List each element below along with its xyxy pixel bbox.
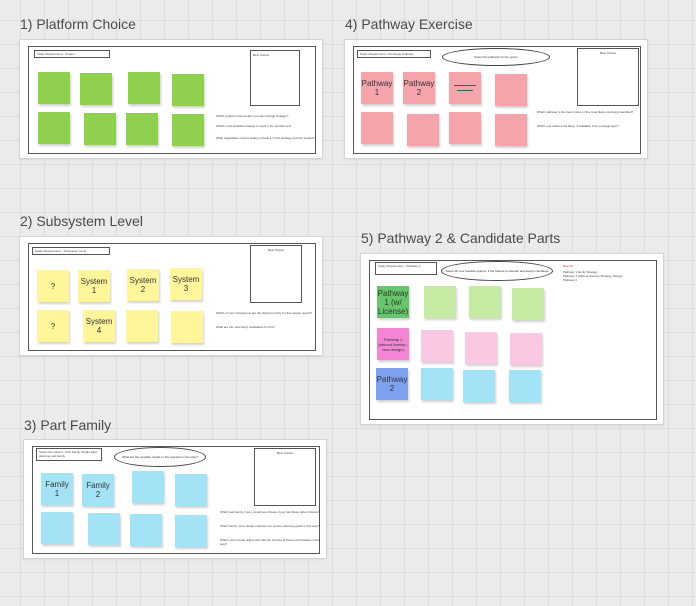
sticky-unknown[interactable]: ?: [37, 310, 69, 342]
best-choice-box[interactable]: Best Choice: [250, 245, 302, 303]
sticky-note[interactable]: [132, 471, 164, 503]
frame-part-family[interactable]: Select the options - Part Family Single …: [24, 440, 326, 558]
question-text: Which of your subsystems are the highest…: [216, 311, 312, 315]
sticky-note[interactable]: [80, 73, 112, 105]
study-requirement-tag: Study Requirement - Project: [34, 50, 110, 58]
sticky-note[interactable]: [469, 286, 501, 318]
sticky-note[interactable]: [407, 114, 439, 146]
sticky-note[interactable]: [361, 112, 393, 144]
best-fit-line: Pathway 2: [563, 278, 578, 282]
question-text: Which program have better a product desi…: [216, 114, 289, 118]
sticky-pathway-1-new-design[interactable]: Pathway 1 (without license - new design): [377, 328, 409, 360]
best-choice-label: Best Choice: [253, 53, 270, 57]
frame-title-pathway-2-candidate-parts: 5) Pathway 2 & Candidate Parts: [361, 230, 561, 246]
sticky-note[interactable]: [509, 370, 541, 402]
question-text: What are the most likely candidates for …: [216, 325, 275, 329]
sticky-note[interactable]: [126, 113, 158, 145]
sticky-pathway-1-license[interactable]: Pathway 1 (w/ License): [377, 286, 409, 318]
sticky-note[interactable]: [421, 330, 453, 362]
sticky-family-2[interactable]: Family 2: [82, 474, 114, 506]
study-requirement-tag: Study Requirement - Subsystem Level: [32, 247, 110, 255]
best-fit-line: Pathway 1 (without license) Strategy, De…: [563, 274, 623, 278]
sticky-note[interactable]: [172, 114, 204, 146]
sticky-note[interactable]: [126, 310, 158, 342]
best-choice-box[interactable]: Best Choice: [577, 48, 639, 106]
best-fit-label: Best Fit: [563, 264, 574, 268]
question-text: What capabilities could possibly provide…: [216, 136, 315, 140]
sticky-note[interactable]: [128, 72, 160, 104]
sticky-note[interactable]: [41, 512, 73, 544]
sticky-unknown[interactable]: ?: [37, 270, 69, 302]
best-fit-line: Pathway 1 family Strategy: [563, 270, 598, 274]
frame-pathway-exercise[interactable]: Study Requirement - Prototype Pathway Se…: [345, 40, 647, 158]
best-choice-label: Best Choice: [599, 51, 617, 55]
sticky-note[interactable]: [449, 112, 481, 144]
sticky-system-4[interactable]: System 4: [83, 310, 115, 342]
best-choice-label: Best Choice: [267, 248, 285, 252]
sticky-note[interactable]: [171, 311, 203, 343]
frame-subsystem-level[interactable]: Study Requirement - Subsystem Level Best…: [20, 237, 322, 355]
best-fit-box[interactable]: Best Fit Pathway 1 family Strategy Pathw…: [561, 262, 655, 294]
sticky-pathway-2[interactable]: Pathway 2: [403, 72, 435, 104]
frame-title-subsystem-level: 2) Subsystem Level: [20, 213, 143, 229]
sticky-system-3[interactable]: System 3: [170, 268, 202, 300]
sticky-system-1[interactable]: System 1: [78, 270, 110, 302]
frame-title-part-family: 3) Part Family: [24, 417, 112, 433]
question-text: Which family more closely matches our cu…: [220, 524, 320, 528]
study-requirement-tag: Select the options - Part Family Single …: [36, 448, 102, 461]
sticky-note[interactable]: [38, 72, 70, 104]
best-choice-box[interactable]: Best Choice: [250, 50, 300, 106]
best-choice-label: Best Choice: [276, 451, 294, 455]
sticky-note[interactable]: [38, 112, 70, 144]
sticky-pathway-1[interactable]: Pathway 1: [361, 72, 393, 104]
frame-pathway-2-candidate-parts[interactable]: Study Requirement - Pathway 2 Select all…: [361, 254, 663, 424]
sticky-note[interactable]: [463, 370, 495, 402]
frame-platform-choice[interactable]: Study Requirement - Project Best Choice …: [20, 40, 322, 158]
sticky-note[interactable]: [510, 333, 542, 365]
sticky-note[interactable]: [424, 286, 456, 318]
sticky-pathway-2[interactable]: Pathway 2: [376, 368, 408, 400]
sticky-note-lines[interactable]: [449, 72, 481, 104]
question-text: Which one outlines the likely, if availa…: [537, 124, 619, 128]
question-text: Which most closely aligns this with the …: [220, 538, 320, 546]
sticky-note[interactable]: [512, 288, 544, 320]
question-text: Which in the detailed strategy is used i…: [216, 124, 292, 128]
question-bubble: What are the possible results to this qu…: [114, 447, 206, 467]
sticky-note[interactable]: [175, 515, 207, 547]
sticky-note[interactable]: [421, 368, 453, 400]
sticky-family-1[interactable]: Family 1: [41, 473, 73, 505]
study-requirement-tag: Study Requirement - Pathway 2: [375, 262, 437, 275]
sticky-note[interactable]: [84, 113, 116, 145]
sticky-note[interactable]: [172, 74, 204, 106]
sticky-note[interactable]: [495, 114, 527, 146]
sticky-note[interactable]: [130, 514, 162, 546]
study-requirement-tag: Study Requirement - Prototype Pathway: [357, 50, 431, 58]
sticky-note[interactable]: [175, 474, 207, 506]
question-bubble: Select all your feasible options, if the…: [441, 261, 553, 281]
question-text: Which part family, if any, would you cho…: [220, 510, 320, 514]
sticky-note[interactable]: [465, 332, 497, 364]
frame-title-platform-choice: 1) Platform Choice: [20, 16, 136, 32]
best-choice-box[interactable]: Best Choice: [254, 448, 316, 506]
sticky-system-2[interactable]: System 2: [127, 269, 159, 301]
question-text: Which pathway is the best choice or the …: [537, 110, 634, 114]
question-bubble: Select the pathway for the option: [442, 48, 550, 66]
frame-title-pathway-exercise: 4) Pathway Exercise: [345, 16, 473, 32]
sticky-note[interactable]: [495, 74, 527, 106]
sticky-note[interactable]: [88, 513, 120, 545]
